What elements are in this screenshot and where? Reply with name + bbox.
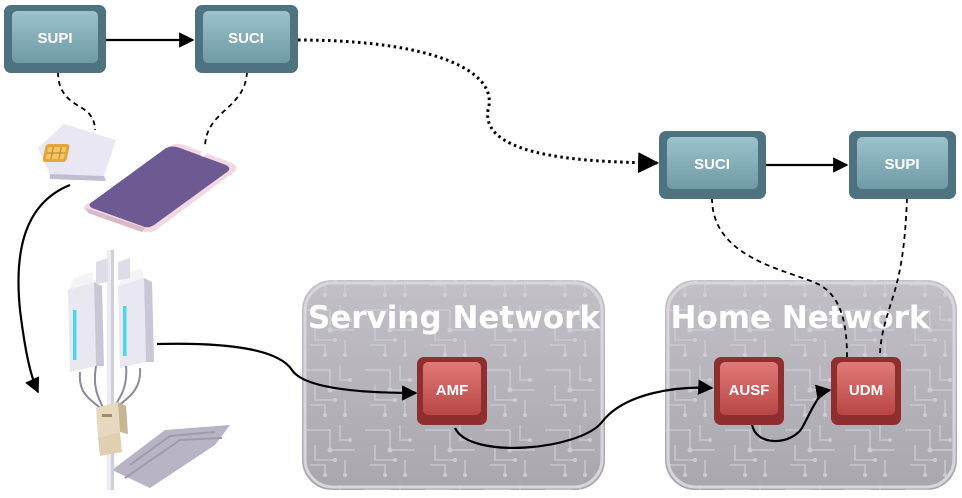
ausf-box: AUSF: [714, 357, 784, 425]
network-supi-label: SUPI: [884, 156, 919, 173]
serving-network-title: Serving Network: [308, 300, 602, 336]
supi-udm-link: [879, 197, 908, 358]
network-supi-box: SUPI: [849, 131, 956, 199]
udm-label: UDM: [849, 382, 883, 399]
phone-to-tower-arrow: [17, 183, 71, 394]
connectors: [17, 32, 908, 449]
sim-card-icon: [38, 124, 116, 181]
suci-transmission-dotted: [297, 38, 660, 174]
home-network-panel: Home Network: [665, 280, 957, 490]
supi-sim-link: [57, 71, 96, 131]
amf-box: AMF: [417, 357, 487, 425]
network-suci-label: SUCI: [694, 156, 730, 173]
smartphone-icon: [83, 143, 237, 233]
udm-box: UDM: [831, 357, 901, 425]
amf-to-ausf-arrow: [454, 379, 714, 449]
suci-phone-link: [204, 71, 248, 149]
ausf-to-udm-arrow: [750, 384, 832, 443]
ue-suci-label: SUCI: [228, 30, 264, 47]
cell-tower-icon: [68, 250, 230, 490]
home-network-title: Home Network: [671, 300, 931, 336]
ausf-label: AUSF: [729, 382, 770, 399]
network-suci-box: SUCI: [659, 131, 766, 199]
tower-to-amf-arrow: [156, 342, 418, 401]
ue-suci-box: SUCI: [195, 5, 298, 73]
amf-label: AMF: [436, 382, 469, 399]
ue-supi-box: SUPI: [4, 5, 106, 73]
ue-supi-label: SUPI: [37, 30, 72, 47]
